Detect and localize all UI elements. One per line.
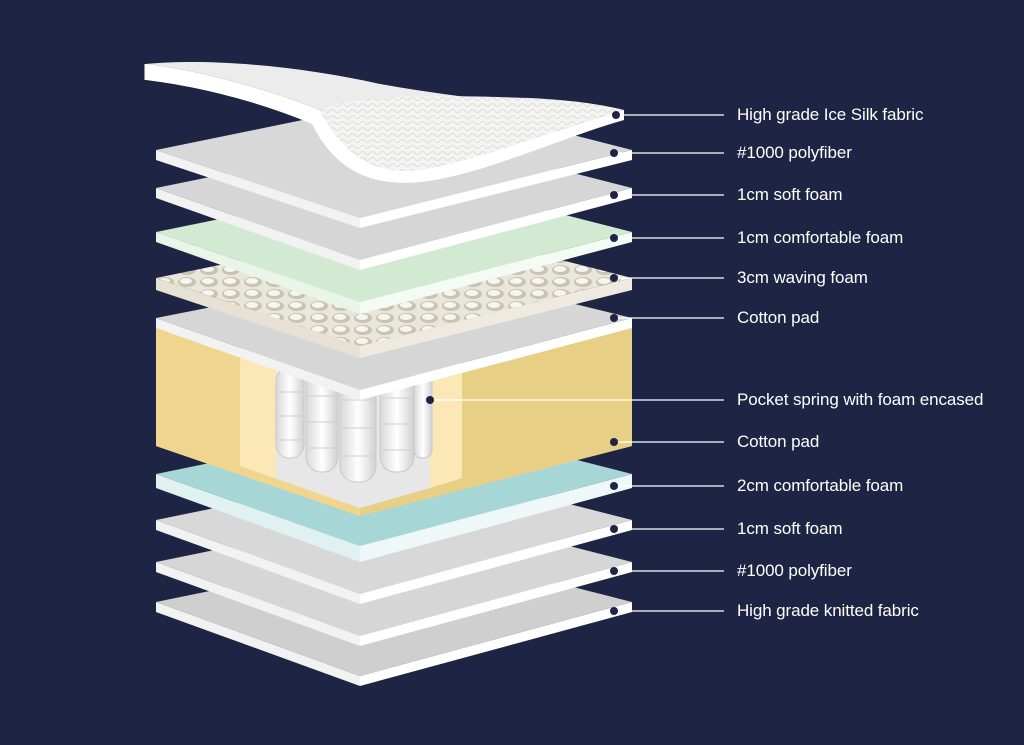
callout-lines <box>426 111 724 615</box>
pocket-springs <box>275 365 433 483</box>
layer-label-soft-foam-bottom: 1cm soft foam <box>737 519 843 538</box>
layer-label-polyfiber-top: #1000 polyfiber <box>737 143 852 162</box>
layer-label-comfortable-foam-bottom: 2cm comfortable foam <box>737 476 904 495</box>
callout-dot-cotton-pad-bottom <box>610 438 618 446</box>
layer-label-comfortable-foam-top: 1cm comfortable foam <box>737 228 904 247</box>
callout-dot-cotton-pad-top <box>610 314 618 322</box>
callout-dot-ice-silk-fabric <box>612 111 620 119</box>
layer-label-cotton-pad-top: Cotton pad <box>737 308 820 327</box>
callout-dot-knitted-fabric <box>610 607 618 615</box>
layer-label-soft-foam-top: 1cm soft foam <box>737 185 843 204</box>
callout-dot-pocket-spring <box>426 396 434 404</box>
layer-label-cotton-pad-bottom: Cotton pad <box>737 432 820 451</box>
layer-label-knitted-fabric: High grade knitted fabric <box>737 601 919 620</box>
callout-dot-soft-foam-top <box>610 191 618 199</box>
callout-dot-waving-foam <box>610 274 618 282</box>
layer-label-ice-silk-fabric: High grade Ice Silk fabric <box>737 105 924 124</box>
layer-label-polyfiber-bottom: #1000 polyfiber <box>737 561 852 580</box>
layer-label-waving-foam: 3cm waving foam <box>737 268 868 287</box>
callout-dot-polyfiber-bottom <box>610 567 618 575</box>
callout-dot-polyfiber-top <box>610 149 618 157</box>
callout-dot-comfortable-foam-bottom <box>610 482 618 490</box>
callout-dot-soft-foam-bottom <box>610 525 618 533</box>
layer-label-pocket-spring: Pocket spring with foam encased <box>737 390 984 409</box>
callout-dot-comfortable-foam-top <box>610 234 618 242</box>
ice-silk-fabric-layer <box>144 62 624 183</box>
